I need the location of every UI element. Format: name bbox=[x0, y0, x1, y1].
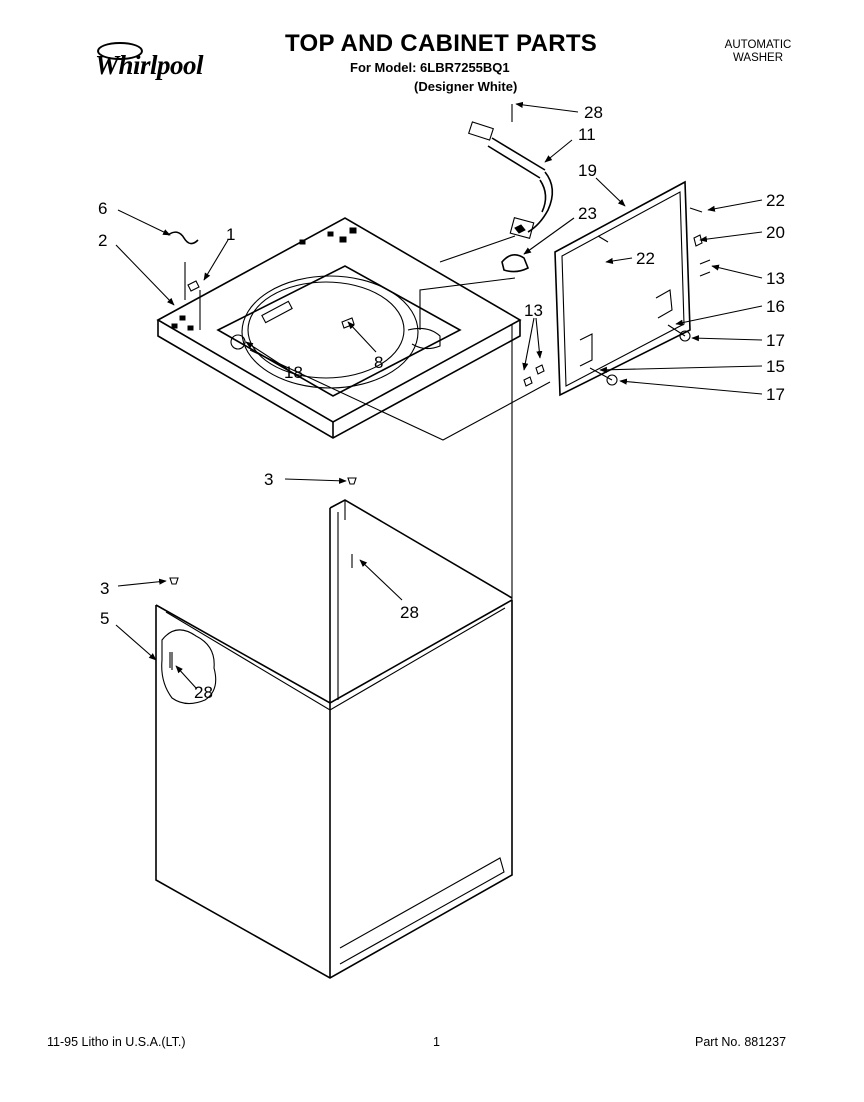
product-type-line2: WASHER bbox=[732, 52, 784, 64]
model-line: For Model: 6LBR7255BQ1 bbox=[350, 60, 510, 75]
callout-3-left: 3 bbox=[100, 579, 109, 598]
callout-13-left: 13 bbox=[524, 301, 543, 320]
callout-20: 20 bbox=[766, 223, 785, 242]
assembly-line-lid bbox=[249, 349, 551, 441]
callout-22-inner: 22 bbox=[636, 249, 655, 268]
lid-strike bbox=[501, 254, 530, 273]
callout-1: 1 bbox=[226, 225, 235, 244]
part-number: Part No. 881237 bbox=[695, 1035, 787, 1049]
callout-17-upper: 17 bbox=[766, 331, 785, 350]
callout-2: 2 bbox=[98, 231, 107, 250]
page-number: 1 bbox=[433, 1035, 440, 1049]
lid-assembly bbox=[554, 180, 711, 397]
callout-28-top: 28 bbox=[584, 103, 603, 122]
callout-15: 15 bbox=[766, 357, 785, 376]
clip-1 bbox=[187, 280, 200, 292]
product-type-line1: AUTOMATIC bbox=[724, 39, 792, 51]
callout-5: 5 bbox=[100, 609, 109, 628]
page-title: TOP AND CABINET PARTS bbox=[285, 30, 598, 57]
callout-28-mid: 28 bbox=[400, 603, 419, 622]
callout-13-right: 13 bbox=[766, 269, 785, 288]
lid-switch-harness bbox=[467, 121, 554, 239]
callout-22-right: 22 bbox=[766, 191, 785, 210]
variant-line: (Designer White) bbox=[414, 79, 518, 94]
callout-16: 16 bbox=[766, 297, 785, 316]
callout-23: 23 bbox=[578, 204, 597, 223]
cabinet bbox=[155, 499, 513, 979]
top-panel bbox=[156, 217, 522, 439]
callout-leaders bbox=[115, 101, 763, 689]
whirlpool-logo: Whirlpool bbox=[95, 42, 225, 90]
brand-name: Whirlpool bbox=[95, 50, 204, 80]
callout-8: 8 bbox=[374, 353, 383, 372]
callout-11: 11 bbox=[578, 125, 596, 144]
callout-6: 6 bbox=[98, 199, 107, 218]
litho-note: 11-95 Litho in U.S.A.(LT.) bbox=[47, 1035, 186, 1049]
hinge-clip bbox=[167, 231, 199, 245]
callout-3-top: 3 bbox=[264, 470, 273, 489]
hinge-screw-left bbox=[523, 376, 533, 387]
screw-3-left bbox=[169, 577, 179, 585]
screw-3-top bbox=[347, 477, 357, 485]
callout-28-left: 28 bbox=[194, 683, 213, 702]
callout-18: 18 bbox=[284, 363, 303, 382]
assembly-line-harness bbox=[439, 235, 516, 263]
hinge-screw-right bbox=[535, 364, 545, 375]
assembly-line-strike bbox=[419, 277, 516, 330]
callout-19: 19 bbox=[578, 161, 597, 180]
callout-17-lower: 17 bbox=[766, 385, 785, 404]
logo-emblem-icon bbox=[97, 42, 143, 60]
